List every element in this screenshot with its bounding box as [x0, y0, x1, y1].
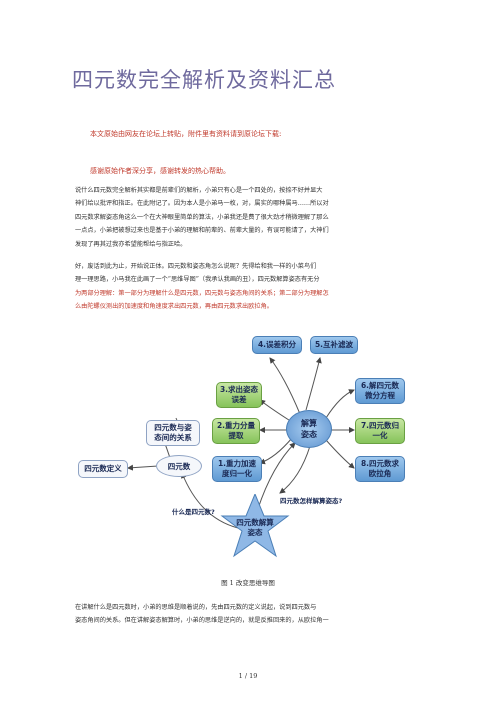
node-complementary-filter: 5.互补滤波 — [310, 336, 358, 354]
node-quaternion-attitude-solve: 四元数解算 姿态 — [236, 518, 274, 537]
node-gravity-component: 2.重力分量 提取 — [212, 418, 260, 444]
node-quaternion-definition: 四元数定义 — [78, 460, 128, 478]
text-line: 在讲解什么是四元数时，小弟的思维是顺着说的，先由四元数的定义说起，说到四元数与 — [75, 604, 317, 611]
intro-paragraph: 说什么四元数完全解析其实都是前辈们的解析，小弟只有心是一个四处的，按捺不好并显大… — [75, 184, 421, 251]
mind-map-diagram: 4.误差积分 5.互补滤波 3.求出姿态 误差 2.重力分量 提取 1.重力加速… — [70, 318, 430, 558]
node-quaternion-diff-eq: 6.解四元数 微分方程 — [355, 378, 405, 404]
document-title: 四元数完全解析及资料汇总 — [72, 68, 336, 92]
text-line-highlighted: 为两部分理解：第一部分为理解什么是四元数，四元数与姿态角间的关系；第二部分为理解… — [75, 289, 329, 297]
label-what-is-quaternion: 什么是四元数? — [172, 508, 215, 516]
body-paragraph: 在讲解什么是四元数时，小弟的思维是顺着说的，先由四元数的定义说起，说到四元数与 … — [75, 601, 421, 628]
node-quaternion-euler: 8.四元数求 欧拉角 — [355, 456, 405, 482]
node-quaternion-attitude-relation: 四元数与姿 态间的关系 — [146, 420, 200, 446]
overview-paragraph: 好，废话到此为止，开始说正体。四元数和姿态角怎么说呢？先得给和我一样的小菜鸟们 … — [75, 260, 421, 314]
text-line: 理一理思路，小马我在此画了一个“思维导图”（我承认我画的丑），四元数解算姿态有无… — [75, 276, 320, 284]
figure-caption: 图 1 改变思维导图 — [221, 579, 275, 587]
node-attitude-solve: 解算 姿态 — [286, 410, 332, 448]
node-gravity-normalization: 1.重力加速 度归一化 — [212, 456, 262, 482]
page-number: 1 / 19 — [238, 672, 258, 680]
text-line: 姿态角间的关系。但在讲解姿态解算时，小弟的思维是逆向的，就是反推回来的，从欧拉角… — [75, 617, 329, 625]
node-quaternion-normalize: 7.四元数归 一化 — [355, 418, 405, 444]
label-how-to-solve: 四元数怎样解算姿态? — [280, 497, 343, 505]
text-line: 好，废话到此为止，开始说正体。四元数和姿态角怎么说呢？先得给和我一样的小菜鸟们 — [75, 263, 317, 270]
text-line: 四元数求解姿态角这么一个在大神眼里简单的算法，小弟我还是费了很大劲才稍微理解了那… — [75, 213, 329, 221]
source-notice: 本文原始由网友在论坛上转贴，附件里有资料请到原论坛下载: — [90, 130, 282, 138]
text-line-highlighted: 么由陀螺仪测出的加速度和角速度求出四元数，再由四元数求出欧拉角。 — [75, 303, 273, 311]
node-quaternion: 四元数 — [156, 455, 202, 477]
text-line: 说什么四元数完全解析其实都是前辈们的解析，小弟只有心是一个四处的，按捺不好并显大 — [75, 187, 323, 194]
node-error-integral: 4.误差积分 — [252, 336, 302, 354]
thanks-note: 感谢原始作者深分享，感谢转发的热心帮助。 — [90, 167, 230, 175]
text-line: 发现了再其过我亦希望能帮给与指正哈。 — [75, 240, 187, 248]
text-line: 一点点，小弟把被想过来也是基于小弟的理解和前辈的、前辈大量的，有误可能请了，大神… — [75, 227, 329, 235]
text-line: 神们给以批评和指正。在此附记了。因为本人是小弟马一枚，对，属实的哪种属马……所以… — [75, 200, 329, 208]
star-node-shape — [220, 494, 290, 558]
node-attitude-error: 3.求出姿态 误差 — [216, 382, 262, 408]
